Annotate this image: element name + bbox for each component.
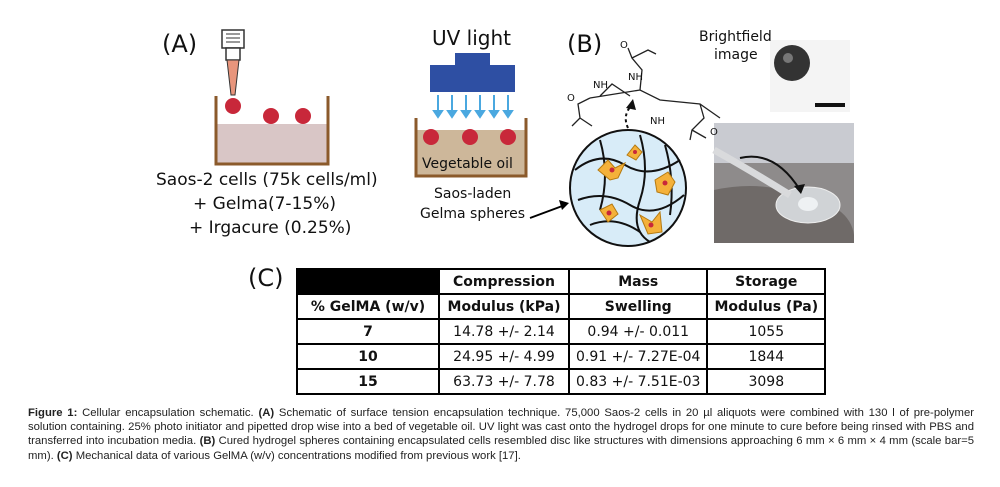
uv-title: UV light	[432, 26, 512, 50]
brightfield-line-2: image	[714, 47, 758, 63]
table-header-cell: Modulus (Pa)	[706, 293, 827, 320]
mix-line-2: + Gelma(7-15%)	[193, 194, 336, 214]
caption-b-text: Cured hydrogel spheres containing encaps…	[28, 435, 974, 462]
caption-figure-label: Figure 1:	[28, 407, 78, 419]
panel-b-label: (B)	[567, 30, 603, 58]
brightfield-image	[770, 40, 850, 112]
table-cell: 0.94 +/- 0.011	[567, 318, 709, 345]
table-row: 7 14.78 +/- 2.14 0.94 +/- 0.011 1055	[296, 318, 827, 345]
gel-sphere	[423, 129, 439, 145]
table-cell: 1055	[706, 318, 827, 345]
nh-label: NH	[593, 80, 608, 91]
dotted-arrow-icon	[624, 99, 636, 129]
table-header-cell: Compression	[438, 268, 570, 295]
uv-lamp-icon	[430, 53, 515, 119]
nh-label: NH	[650, 116, 665, 127]
mix-line-3: + Irgacure (0.25%)	[189, 218, 352, 238]
table-cell: 10	[296, 343, 440, 370]
spheres-line-1: Saos-laden	[434, 186, 512, 202]
cell-drop	[263, 108, 279, 124]
table-header-cell: Modulus (kPa)	[438, 293, 570, 320]
caption-c-text: Mechanical data of various GelMA (w/v) c…	[72, 449, 521, 462]
table-cell: 24.95 +/- 4.99	[438, 343, 570, 370]
caption-a-text: Schematic of surface tension encapsulati…	[28, 407, 975, 448]
spheres-line-2: Gelma spheres	[420, 206, 526, 222]
oil-container	[414, 118, 528, 178]
table-cell: 14.78 +/- 2.14	[438, 318, 570, 345]
figure-caption: Figure 1: Cellular encapsulation schemat…	[28, 406, 974, 463]
table-header-cell: Storage	[706, 268, 827, 295]
o-label: O	[567, 93, 575, 104]
table-header-cell: Mass	[567, 268, 709, 295]
chemical-structure	[571, 47, 721, 141]
table-header-row: % GelMA (w/v) Modulus (kPa) Swelling Mod…	[296, 293, 827, 320]
spoon-photo	[712, 123, 854, 243]
table-cell: 0.91 +/- 7.27E-04	[567, 343, 709, 370]
caption-a-label: (A)	[258, 407, 275, 419]
gel-sphere	[500, 129, 516, 145]
table-row: 15 63.73 +/- 7.78 0.83 +/- 7.51E-03 3098	[296, 368, 827, 395]
nh-label: NH	[628, 72, 643, 83]
mix-line-1: Saos-2 cells (75k cells/ml)	[156, 170, 378, 190]
caption-intro: Cellular encapsulation schematic.	[77, 407, 259, 419]
pipette-icon	[221, 29, 245, 96]
table-header-cell	[296, 268, 440, 295]
o-label: O	[620, 40, 628, 51]
gel-sphere	[462, 129, 478, 145]
caption-c-label: (C)	[56, 449, 73, 462]
cell-drop	[295, 108, 311, 124]
table-cell: 15	[296, 368, 440, 395]
table-cell: 63.73 +/- 7.78	[438, 368, 570, 395]
cell-drop	[225, 98, 241, 114]
table-header-cell: Swelling	[567, 293, 709, 320]
caption-b-label: (B)	[199, 435, 216, 448]
table-row: 10 24.95 +/- 4.99 0.91 +/- 7.27E-04 1844	[296, 343, 827, 370]
table-cell: 3098	[706, 368, 827, 395]
o-label: O	[710, 127, 718, 138]
container-a	[214, 96, 330, 166]
panel-c-label: (C)	[248, 264, 284, 292]
brightfield-line-1: Brightfield	[699, 29, 772, 45]
panel-a-label: (A)	[162, 30, 198, 58]
table-cell: 0.83 +/- 7.51E-03	[567, 368, 709, 395]
oil-label: Vegetable oil	[422, 156, 513, 172]
arrow-icon	[529, 200, 569, 219]
mechanical-data-table: Compression Mass Storage % GelMA (w/v) M…	[296, 268, 827, 395]
hydrogel-network	[569, 129, 687, 247]
table-cell: 1844	[706, 343, 827, 370]
table-cell: 7	[296, 318, 440, 345]
table-header-cell: % GelMA (w/v)	[296, 293, 440, 320]
table-header-row: Compression Mass Storage	[296, 268, 827, 295]
